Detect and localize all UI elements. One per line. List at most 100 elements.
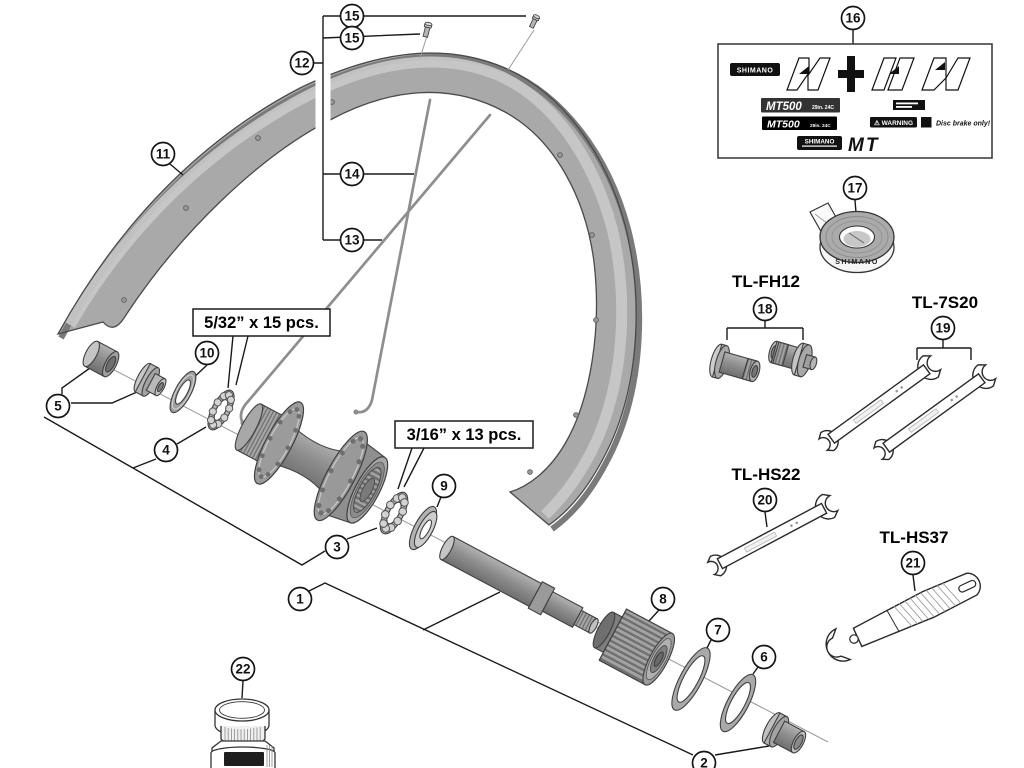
callout-10: 10 <box>194 340 220 366</box>
svg-text:MT500: MT500 <box>767 119 800 131</box>
callout-17-leader <box>854 199 857 214</box>
callout-21: 21 <box>900 550 926 576</box>
hub-shell <box>234 401 389 524</box>
ball-retainer-left <box>206 389 236 431</box>
callout-13: 13 <box>339 227 365 253</box>
svg-text:5/32” x 15 pcs.: 5/32” x 15 pcs. <box>204 314 319 332</box>
spoke-nipple-near <box>422 21 433 38</box>
decal-shimano-text: SHIMANO <box>737 68 774 75</box>
callout-21-leader <box>912 574 916 592</box>
qty-large-leaders <box>397 447 425 490</box>
callout-11: 11 <box>150 141 176 167</box>
ball-retainer-right <box>379 491 409 535</box>
callout-14: 14 <box>339 161 365 187</box>
tool-tl-fh12-adapter-b <box>768 340 818 378</box>
rim-tape-brand: SHIMANO <box>835 259 879 266</box>
callout-7-leader <box>706 639 712 649</box>
callout-15b: 15 <box>339 25 365 51</box>
bottle-label <box>224 752 264 766</box>
hub-flange-left <box>253 401 305 485</box>
svg-text:6: 6 <box>760 650 768 665</box>
rim-inner-highlight <box>65 56 628 519</box>
svg-text:2: 2 <box>700 756 708 768</box>
tool-label-tl-hs37: TL-HS37 <box>880 528 949 547</box>
bracket-3-diagonal <box>43 416 326 566</box>
end-cap-left <box>82 340 120 378</box>
callout-16: 16 <box>840 5 866 31</box>
flange-holes-left <box>256 407 302 479</box>
svg-text:SHIMANO: SHIMANO <box>805 139 835 146</box>
bracket-18 <box>726 321 804 340</box>
svg-text:9: 9 <box>440 479 448 494</box>
callout-5: 5 <box>45 393 71 419</box>
svg-text:3/16” x 13 pcs.: 3/16” x 13 pcs. <box>407 426 522 444</box>
callout-9: 9 <box>431 473 457 499</box>
svg-text:1: 1 <box>296 592 304 607</box>
qty-label-large-spokes: 3/16” x 13 pcs. <box>394 420 534 449</box>
callout-3-leader <box>346 527 378 540</box>
callout-22: 22 <box>230 656 256 682</box>
svg-text:15: 15 <box>344 31 360 46</box>
svg-text:22: 22 <box>235 662 250 677</box>
wheel-rim <box>56 52 643 532</box>
svg-text:⚠ WARNING: ⚠ WARNING <box>874 119 913 127</box>
decal-small-label <box>893 100 925 110</box>
cone <box>133 362 167 397</box>
spoke-nipple-far <box>528 14 541 29</box>
tool-label-tl-fh12: TL-FH12 <box>732 272 800 291</box>
svg-text:11: 11 <box>156 147 171 162</box>
callout-4: 4 <box>153 437 179 463</box>
rim-tape-roll: SHIMANO <box>809 202 895 274</box>
callout-6: 6 <box>751 644 777 670</box>
decal-shimano-tag <box>730 63 780 76</box>
bracket-1-diagonal <box>308 582 694 756</box>
tool-label-tl-7s20: TL-7S20 <box>912 293 978 312</box>
decal-sheet: SHIMANO MT500 29in. 24C MT500 29in. 24C … <box>717 43 993 159</box>
callout-19: 19 <box>930 315 956 341</box>
tool-label-tl-hs22: TL-HS22 <box>732 465 801 484</box>
svg-text:13: 13 <box>344 233 360 248</box>
tool-tl-hs37-wrench <box>825 572 981 662</box>
svg-text:5: 5 <box>54 399 62 414</box>
tool-tl-fh12-adapter-a <box>709 343 761 383</box>
decal-mt500-bar-1: MT500 29in. 24C <box>761 98 840 113</box>
spoke-13 <box>239 113 492 425</box>
wheel-bracket <box>314 15 526 241</box>
decal-bottom-logo: SHIMANO MT <box>797 135 877 156</box>
nipple-threads <box>419 29 535 71</box>
svg-text:18: 18 <box>757 302 773 317</box>
svg-text:15: 15 <box>344 9 360 24</box>
callout-6-leader <box>752 666 759 675</box>
spoke-14 <box>354 98 432 414</box>
callout-7: 7 <box>705 617 731 643</box>
callout-22-leader <box>241 680 244 699</box>
end-cap-right <box>761 712 807 754</box>
svg-text:29in. 24C: 29in. 24C <box>812 105 834 111</box>
bottle-collar-ribs <box>224 727 261 744</box>
callout-5-leaders <box>61 362 138 404</box>
callout-3: 3 <box>324 534 350 560</box>
svg-text:7: 7 <box>714 623 722 638</box>
callout-11-leader <box>169 163 184 176</box>
svg-text:19: 19 <box>935 321 950 336</box>
callout-12: 12 <box>289 50 315 76</box>
callout-15a: 15 <box>339 3 365 29</box>
qty-label-small-spokes: 5/32” x 15 pcs. <box>192 308 331 337</box>
decal-warning-label: ⚠ WARNING Disc brake only! <box>870 117 991 128</box>
rim-spoke-holes <box>121 99 599 475</box>
svg-text:16: 16 <box>845 11 861 26</box>
callout-4-leaders <box>132 426 207 469</box>
bottle-ribs <box>266 745 273 767</box>
seal-ring-outer <box>671 647 711 711</box>
callout-8-leader <box>648 609 660 622</box>
callout-20-leader <box>764 511 768 528</box>
seal-ring-inner <box>719 673 757 733</box>
qty-small-leaders <box>227 335 249 389</box>
callout-2: 2 <box>691 750 717 768</box>
flange-holes-right <box>316 436 366 516</box>
callout-20: 20 <box>752 487 778 513</box>
decal-graphic <box>786 56 971 92</box>
decal-disc-note: Disc brake only! <box>936 121 991 128</box>
callout-9-leader <box>436 496 442 508</box>
